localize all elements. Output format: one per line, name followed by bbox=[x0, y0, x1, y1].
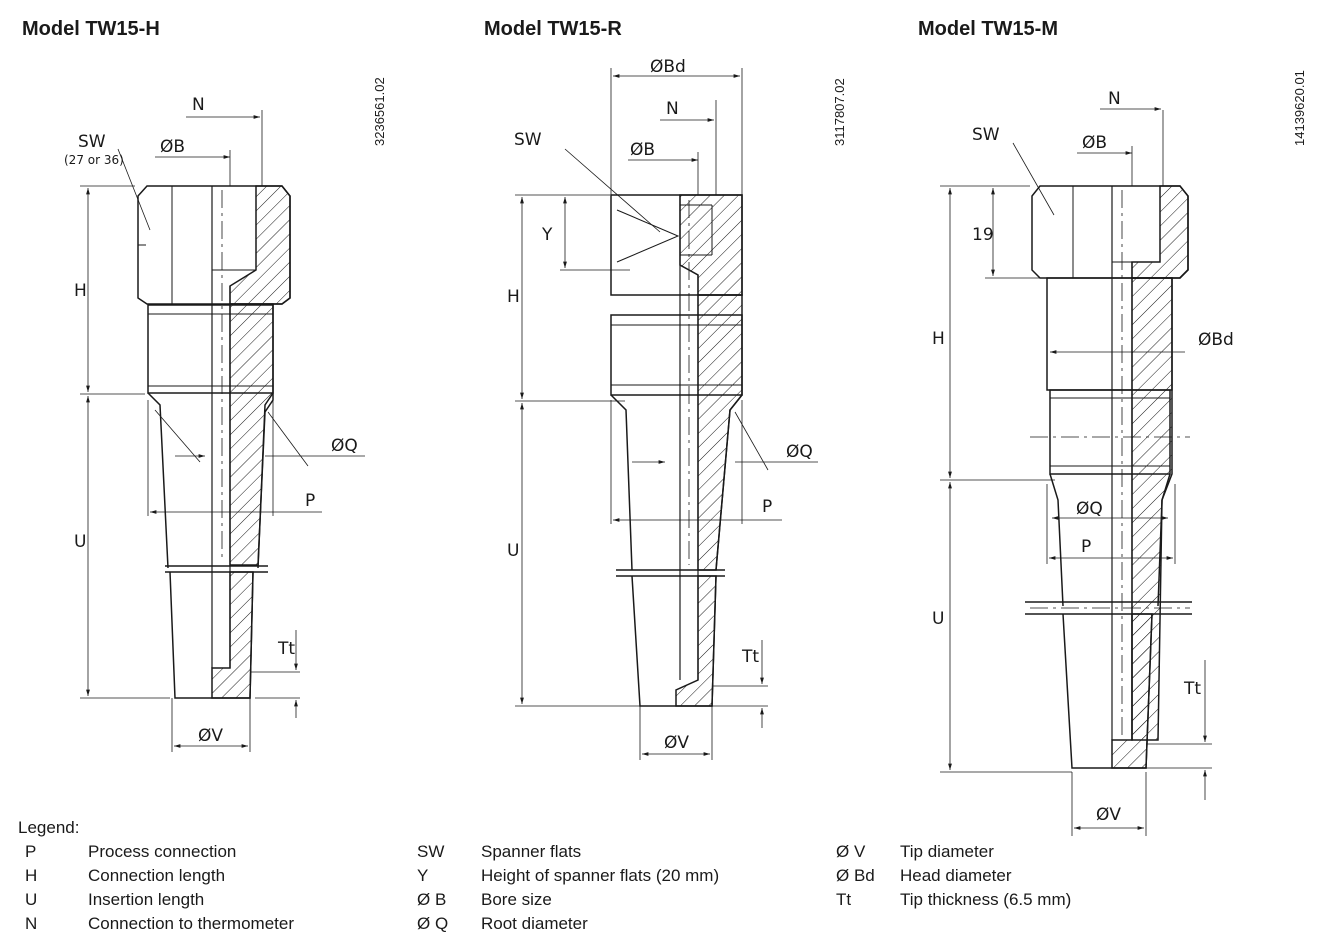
r-label-h: H bbox=[507, 287, 520, 307]
h-label-oq: ØQ bbox=[331, 436, 358, 456]
legend-value: Connection to thermometer bbox=[88, 914, 294, 933]
legend-value: Height of spanner flats (20 mm) bbox=[481, 866, 720, 885]
drawing-tw15-r bbox=[515, 68, 818, 760]
legend-key: Tt bbox=[836, 890, 852, 909]
r-label-p: P bbox=[762, 497, 772, 517]
h-label-u: U bbox=[74, 532, 86, 552]
m-label-h: H bbox=[932, 329, 945, 349]
h-label-sw: SW bbox=[78, 132, 106, 152]
legend-value: Bore size bbox=[481, 890, 552, 909]
title-tw15-h: Model TW15-H bbox=[22, 18, 160, 40]
title-tw15-m: Model TW15-M bbox=[918, 18, 1058, 40]
r-label-u: U bbox=[507, 541, 519, 561]
r-label-ov: ØV bbox=[664, 733, 689, 753]
legend-col-3: Ø V Tip diameter Ø Bd Head diameter Tt T… bbox=[836, 840, 1176, 912]
r-label-sw: SW bbox=[514, 130, 542, 150]
legend-key: Ø B bbox=[417, 890, 447, 909]
title-tw15-r: Model TW15-R bbox=[484, 18, 622, 40]
m-label-oq: ØQ bbox=[1076, 499, 1103, 519]
m-label-sw: SW bbox=[972, 125, 1000, 145]
legend-value: Tip thickness (6.5 mm) bbox=[900, 890, 1072, 909]
drawing-tw15-h bbox=[80, 110, 365, 752]
legend-title: Legend: bbox=[18, 818, 80, 837]
r-label-y: Y bbox=[541, 225, 553, 245]
m-label-n: N bbox=[1108, 89, 1121, 109]
m-label-ob: ØB bbox=[1082, 133, 1107, 153]
legend-key: N bbox=[25, 914, 38, 933]
drawing-tw15-m bbox=[940, 107, 1212, 836]
legend-value: Tip diameter bbox=[900, 842, 994, 861]
legend-key: Ø Bd bbox=[836, 866, 875, 885]
legend-value: Process connection bbox=[88, 842, 237, 861]
r-label-n: N bbox=[666, 99, 679, 119]
m-label-obd: ØBd bbox=[1198, 330, 1234, 350]
m-label-ov: ØV bbox=[1096, 805, 1121, 825]
m-label-p: P bbox=[1081, 537, 1091, 557]
h-label-ov: ØV bbox=[198, 726, 223, 746]
h-label-p: P bbox=[305, 491, 315, 511]
h-label-h: H bbox=[74, 281, 87, 301]
legend-key: Y bbox=[417, 866, 429, 885]
legend-value: Spanner flats bbox=[481, 842, 582, 861]
legend-value: Root diameter bbox=[481, 914, 588, 933]
h-label-n: N bbox=[192, 95, 205, 115]
h-label-ob: ØB bbox=[160, 137, 185, 157]
legend-value: Insertion length bbox=[88, 890, 205, 909]
m-label-19: 19 bbox=[972, 225, 994, 245]
h-label-tt: Tt bbox=[277, 639, 295, 659]
h-label-sw-note: (27 or 36) bbox=[64, 153, 124, 167]
legend-key: H bbox=[25, 866, 38, 885]
legend-value: Connection length bbox=[88, 866, 226, 885]
legend-key: SW bbox=[417, 842, 445, 861]
r-label-obd: ØBd bbox=[650, 57, 686, 77]
legend-col-1: P Process connection H Connection length… bbox=[25, 840, 385, 936]
legend-key: P bbox=[25, 842, 37, 861]
r-label-tt: Tt bbox=[741, 647, 759, 667]
legend-col-2: SW Spanner flats Y Height of spanner fla… bbox=[417, 840, 797, 936]
legend-key: U bbox=[25, 890, 38, 909]
legend-value: Head diameter bbox=[900, 866, 1012, 885]
h-taper bbox=[147, 392, 274, 569]
r-label-ob: ØB bbox=[630, 140, 655, 160]
m-label-tt: Tt bbox=[1183, 679, 1201, 699]
legend-key: Ø Q bbox=[417, 914, 449, 933]
legend-key: Ø V bbox=[836, 842, 866, 861]
m-label-u: U bbox=[932, 609, 944, 629]
r-label-oq: ØQ bbox=[786, 442, 813, 462]
